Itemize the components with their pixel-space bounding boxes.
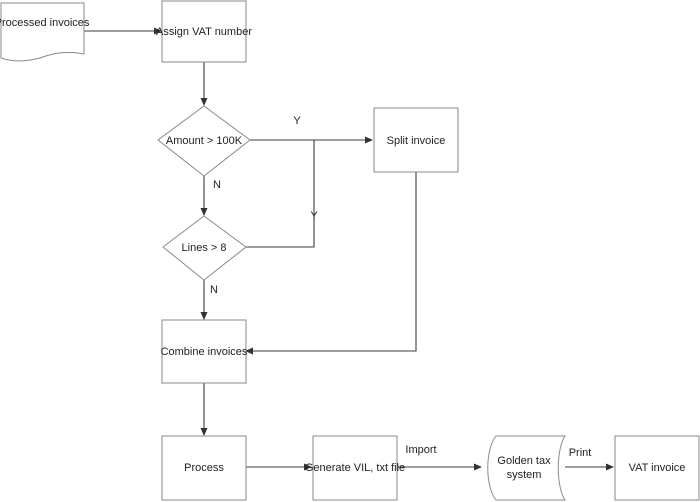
edge-label-amount-yes: Y: [293, 115, 301, 127]
amount-decision-label: Amount > 100K: [166, 135, 243, 147]
edge-label-lines-yes: Y: [310, 210, 318, 222]
edge-label-print: Print: [569, 447, 592, 459]
processed-invoices-label: Processed invoices: [0, 17, 90, 29]
connectors: [84, 27, 614, 471]
node-generate-file: Generate VIL, txt file: [305, 435, 405, 501]
node-split-invoice: Split invoice: [373, 107, 459, 173]
node-golden-tax-system: Golden tax system: [487, 435, 566, 501]
process-label: Process: [184, 462, 224, 474]
node-lines-decision: Lines > 8: [162, 215, 247, 281]
node-vat-invoice: VAT invoice: [614, 435, 700, 501]
node-process: Process: [161, 435, 247, 501]
edge-label-amount-no: N: [213, 179, 221, 191]
edge-label-import: Import: [405, 444, 436, 456]
generate-file-label: Generate VIL, txt file: [305, 462, 405, 474]
edge-split-to-combine: [245, 172, 417, 355]
golden-tax-label-line1: Golden tax: [497, 455, 551, 467]
edge-label-lines-no: N: [210, 284, 218, 296]
split-invoice-label: Split invoice: [387, 135, 446, 147]
node-processed-invoices: Processed invoices: [0, 2, 90, 62]
lines-decision-label: Lines > 8: [182, 242, 227, 254]
node-assign-vat: Assign VAT number: [156, 0, 252, 63]
node-combine-invoices: Combine invoices: [161, 319, 248, 384]
golden-tax-label-line2: system: [507, 469, 542, 481]
assign-vat-label: Assign VAT number: [156, 26, 252, 38]
edge-lines-to-split: [246, 140, 315, 248]
combine-invoices-label: Combine invoices: [161, 346, 248, 358]
vat-invoice-label: VAT invoice: [629, 462, 686, 474]
node-amount-decision: Amount > 100K: [157, 105, 251, 177]
